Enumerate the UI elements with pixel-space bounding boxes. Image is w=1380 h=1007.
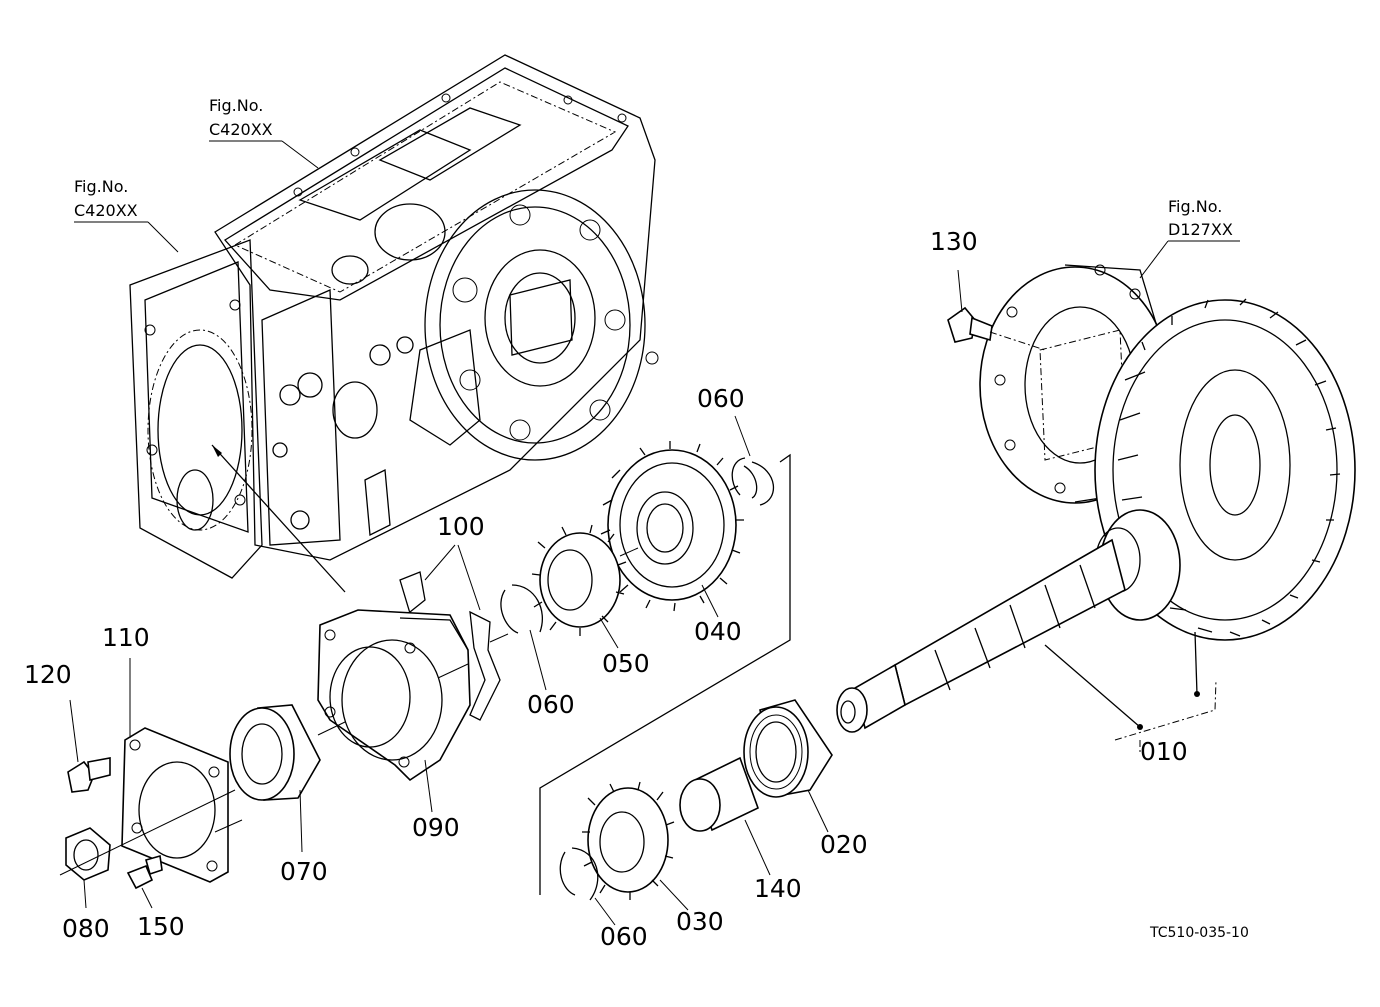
snap-ring-060-bot [559, 847, 616, 926]
snap-ring-060-top [731, 415, 775, 506]
bearing-020 [743, 699, 833, 833]
lock-plate-100 [399, 544, 501, 721]
part-label-120: 120 [24, 660, 72, 689]
figure-ref-3: Fig.No. D127XX [1139, 197, 1240, 279]
figure-ref-1: Fig.No. C420XX [209, 96, 319, 169]
drawing-code: TC510-035-10 [1149, 925, 1249, 941]
figure-ref-code: C420XX [74, 201, 138, 220]
part-label-010: 010 [1140, 737, 1188, 766]
transmission-case [129, 54, 659, 593]
part-label-040: 040 [694, 617, 742, 646]
part-label-050: 050 [602, 649, 650, 678]
part-label-030: 030 [676, 907, 724, 936]
bracket-parts-frame [539, 453, 791, 895]
part-label-060-mid: 060 [527, 690, 575, 719]
snap-ring-060-mid [500, 584, 547, 691]
nut-080 [65, 827, 111, 909]
part-label-090: 090 [412, 813, 460, 842]
part-label-070: 070 [280, 857, 328, 886]
figure-ref-prefix: Fig.No. [1168, 197, 1222, 216]
part-label-060-bot: 060 [600, 922, 648, 951]
part-label-140: 140 [754, 874, 802, 903]
bolt-130 [947, 269, 1046, 351]
gear-050 [531, 524, 627, 649]
bolt-150 [126, 854, 163, 909]
housing-090 [317, 609, 471, 813]
figure-ref-code: D127XX [1168, 220, 1233, 239]
part-label-080: 080 [62, 914, 110, 943]
axis-lines [59, 547, 639, 876]
part-labels: 010 020 030 040 050 060 060 060 070 080 … [24, 227, 1188, 951]
part-label-100: 100 [437, 512, 485, 541]
figure-ref-code: C420XX [209, 120, 273, 139]
figure-ref-prefix: Fig.No. [209, 96, 263, 115]
figure-ref-prefix: Fig.No. [74, 177, 128, 196]
part-label-130: 130 [930, 227, 978, 256]
gear-040 [600, 441, 744, 618]
part-label-110: 110 [102, 623, 150, 652]
bearing-070 [229, 704, 321, 853]
differential-assembly [836, 264, 1356, 752]
part-label-150: 150 [137, 912, 185, 941]
cover-plate-110 [121, 658, 229, 883]
collar-140 [679, 756, 771, 876]
bolt-120 [67, 699, 111, 793]
part-label-020: 020 [820, 830, 868, 859]
figure-ref-2: Fig.No. C420XX [74, 177, 179, 253]
part-label-060-top: 060 [697, 384, 745, 413]
gear-030 [582, 781, 689, 911]
